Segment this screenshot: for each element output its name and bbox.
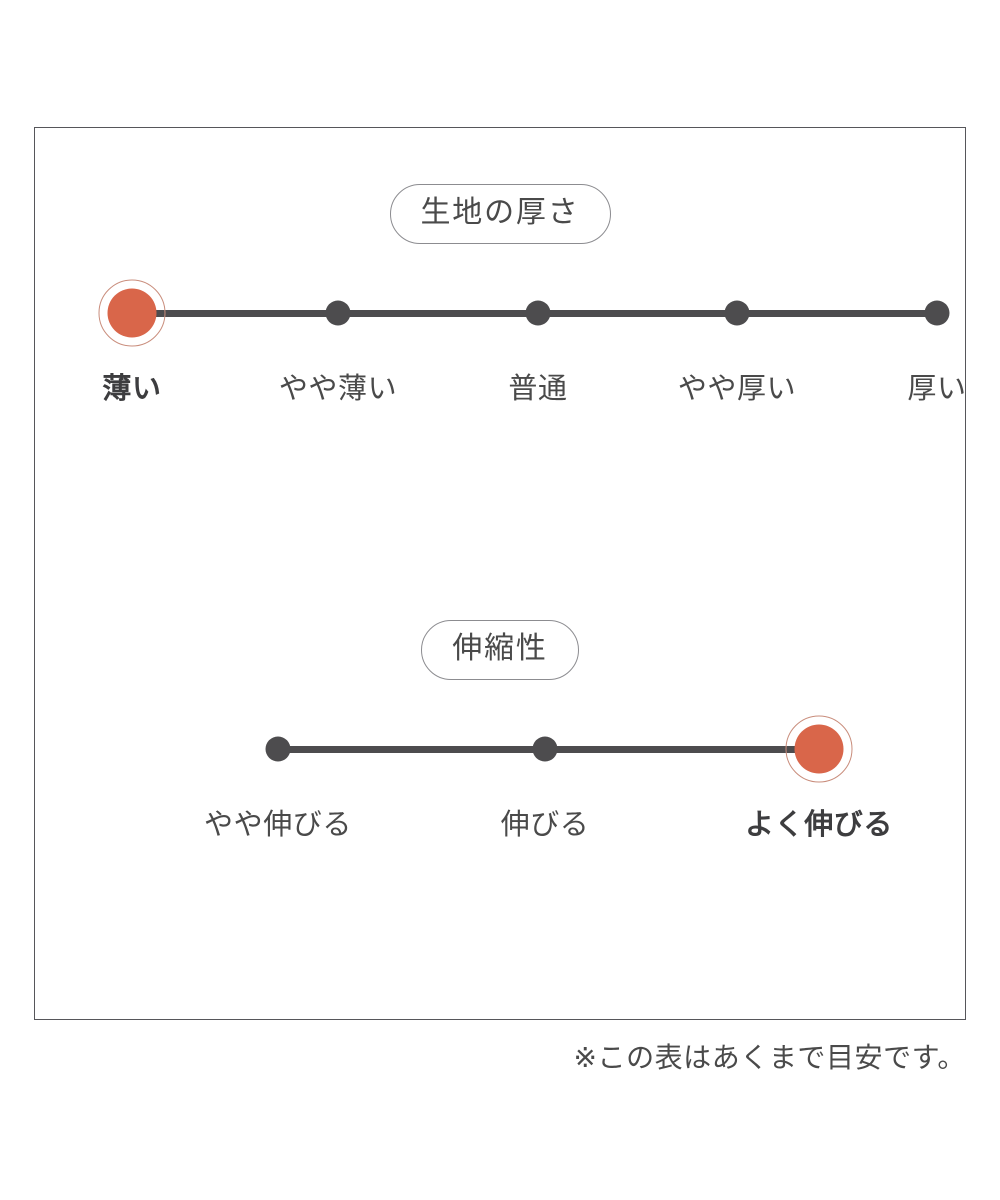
- scale-dot-icon: [924, 300, 950, 326]
- section-heading-fabric-thickness: 生地の厚さ: [389, 184, 611, 244]
- scale-fabric-thickness: 薄い やや薄い 普通 やや厚い: [35, 279, 967, 440]
- scale-point-label: 厚い: [907, 372, 967, 405]
- section-heading-wrap: 伸縮性: [35, 620, 965, 680]
- scale-dot-icon: [107, 288, 157, 338]
- scale-point-label: やや厚い: [677, 372, 797, 405]
- spec-card: 生地の厚さ 薄い やや薄い: [34, 127, 966, 1020]
- scale-points: やや伸びる 伸びる よく伸びる: [35, 715, 965, 876]
- scale-dot-icon: [265, 736, 291, 762]
- scale-points: 薄い やや薄い 普通 やや厚い: [35, 279, 967, 440]
- scale-dot-icon: [525, 300, 551, 326]
- scale-point-label: 薄い: [102, 372, 162, 405]
- selected-ring-icon: [98, 279, 166, 347]
- section-stretchiness: 伸縮性 やや伸びる 伸びる: [35, 620, 965, 876]
- scale-dot-icon: [794, 724, 844, 774]
- section-heading-wrap: 生地の厚さ: [35, 184, 965, 244]
- scale-dot-icon: [724, 300, 750, 326]
- scale-dot-icon: [325, 300, 351, 326]
- scale-dot-icon: [532, 736, 558, 762]
- scale-point-label: やや伸びる: [204, 808, 352, 841]
- section-heading-stretchiness: 伸縮性: [421, 620, 579, 680]
- scale-point-label: やや薄い: [278, 372, 398, 405]
- selected-ring-icon: [785, 715, 853, 783]
- scale-point-label: 普通: [508, 372, 568, 405]
- scale-stretchiness: やや伸びる 伸びる よく伸びる: [35, 715, 965, 876]
- footnote-disclaimer: ※この表はあくまで目安です。: [573, 1042, 966, 1073]
- scale-point-label: よく伸びる: [745, 808, 893, 841]
- scale-point-label: 伸びる: [500, 808, 590, 841]
- section-fabric-thickness: 生地の厚さ 薄い やや薄い: [35, 184, 967, 440]
